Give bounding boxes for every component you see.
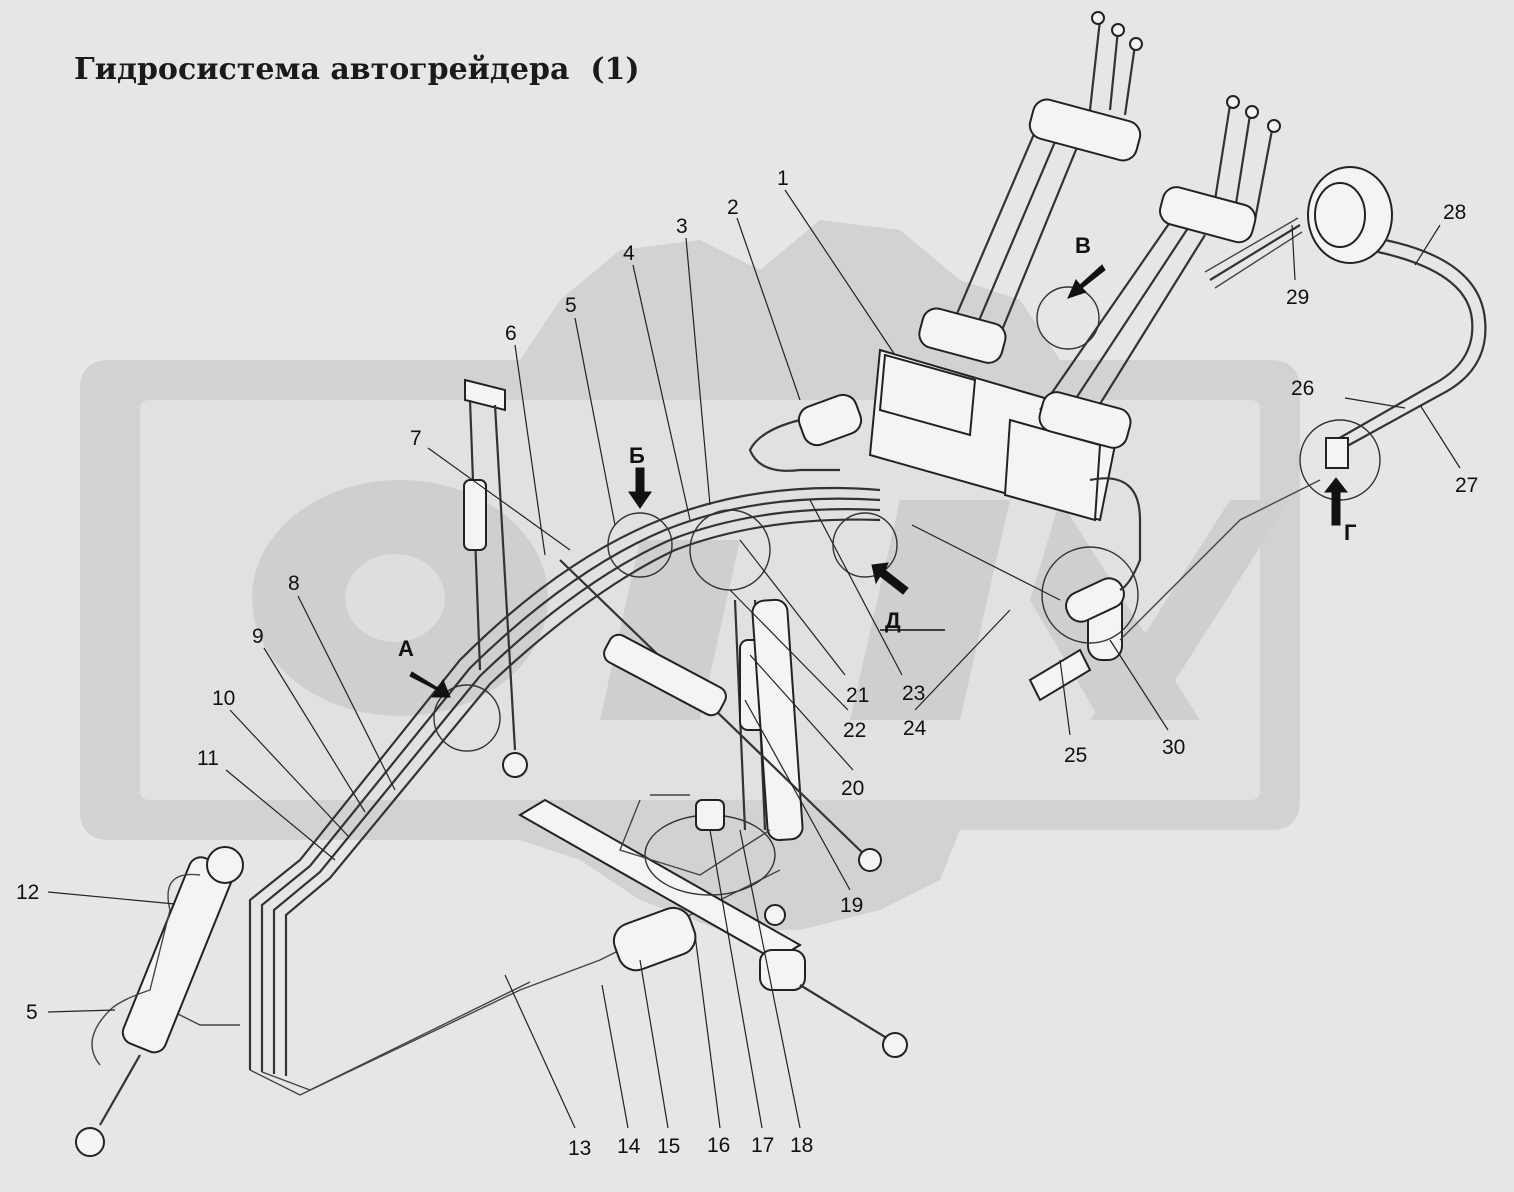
part-label: 20 — [841, 777, 864, 800]
arrow-v — [1067, 264, 1106, 299]
watermark-logo — [80, 220, 1300, 930]
part-label: 16 — [707, 1134, 730, 1157]
part-label: 29 — [1286, 286, 1309, 309]
arrow-d — [871, 562, 909, 595]
part-label: 18 — [790, 1134, 813, 1157]
view-letter-g: Г — [1344, 520, 1357, 545]
part-label: 30 — [1162, 736, 1185, 759]
view-letters: А Б В Г Д — [398, 233, 1357, 661]
part-label: 19 — [840, 894, 863, 917]
part-label: 2 — [727, 196, 739, 219]
part-label: 10 — [212, 687, 235, 710]
part-label: 25 — [1064, 744, 1087, 767]
part-label: 8 — [288, 572, 300, 595]
blade-tilt-cylinder — [75, 846, 244, 1157]
arrow-a — [409, 671, 451, 698]
pump-assembly — [1028, 477, 1321, 702]
tank-return-line — [1204, 166, 1487, 469]
part-numbers: 1 2 3 4 5 6 7 8 9 10 11 12 5 13 14 15 16… — [16, 167, 1478, 1160]
part-label: 7 — [410, 427, 422, 450]
part-label: 9 — [252, 625, 264, 648]
view-letter-a: А — [398, 636, 414, 661]
leader-lines — [47, 189, 1461, 1129]
part-label: 27 — [1455, 474, 1478, 497]
part-label: 14 — [617, 1135, 641, 1158]
part-label: 21 — [846, 684, 869, 707]
part-label: 23 — [902, 682, 925, 705]
control-valve-block — [748, 11, 1281, 522]
view-letter-v: В — [1075, 233, 1091, 258]
view-letter-d: Д — [885, 608, 901, 633]
part-label: 12 — [16, 881, 39, 904]
part-label: 6 — [505, 322, 517, 345]
page-title: Гидросистема автогрейдера (1) — [74, 52, 640, 87]
part-label: 15 — [657, 1135, 680, 1158]
part-label: 1 — [777, 167, 789, 190]
part-label: 5 — [565, 294, 577, 317]
part-label: 22 — [843, 719, 866, 742]
part-label: 3 — [676, 215, 688, 238]
arrow-b — [628, 467, 652, 509]
view-letter-b: Б — [629, 443, 645, 468]
part-label: 26 — [1291, 377, 1314, 400]
part-label: 4 — [623, 242, 635, 265]
part-label: 24 — [903, 717, 927, 740]
part-label: 5 — [26, 1001, 38, 1024]
part-label: 13 — [568, 1137, 591, 1160]
part-label: 28 — [1443, 201, 1466, 224]
lift-cylinders — [463, 378, 882, 926]
part-label: 17 — [751, 1134, 774, 1157]
arrow-g — [1323, 477, 1349, 526]
circle-rotation-cylinder — [518, 794, 908, 1058]
part-label: 11 — [197, 747, 219, 770]
view-arrows — [409, 264, 1349, 698]
